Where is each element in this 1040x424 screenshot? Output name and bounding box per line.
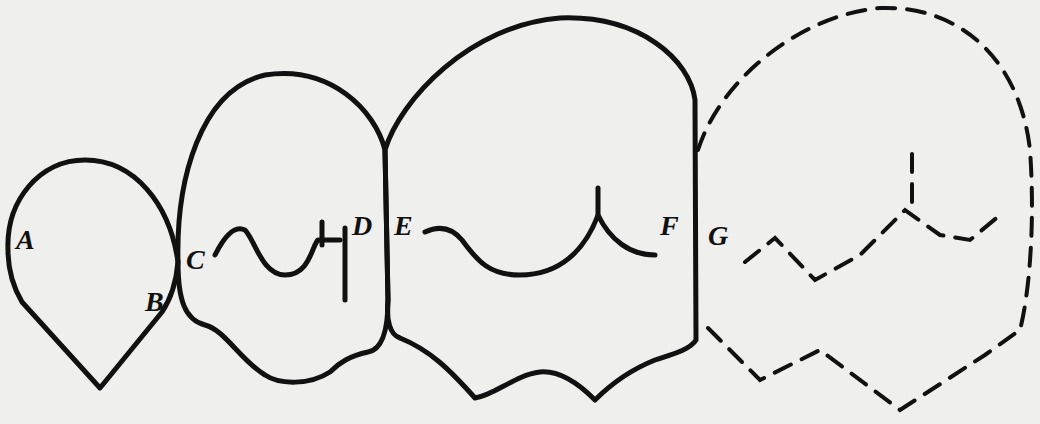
dashed-tooth-outline [698, 8, 1032, 410]
cusp-line [425, 215, 655, 275]
point-letter: G [708, 222, 728, 250]
point-letter: A [16, 226, 35, 254]
point-letter: E [394, 212, 413, 240]
point-letter: D [352, 212, 372, 240]
tooth-outline [8, 160, 178, 388]
point-letter: F [660, 212, 679, 240]
dashed-cusp-line [910, 150, 914, 202]
point-letter: C [186, 246, 205, 274]
dashed-cusp-line [745, 210, 1000, 280]
cusp-line [343, 228, 348, 300]
tooth-outline [178, 74, 388, 383]
cusp-line [320, 222, 325, 245]
cusp-line [596, 188, 601, 215]
point-letter: B [145, 288, 164, 316]
tooth-outline [385, 18, 696, 400]
